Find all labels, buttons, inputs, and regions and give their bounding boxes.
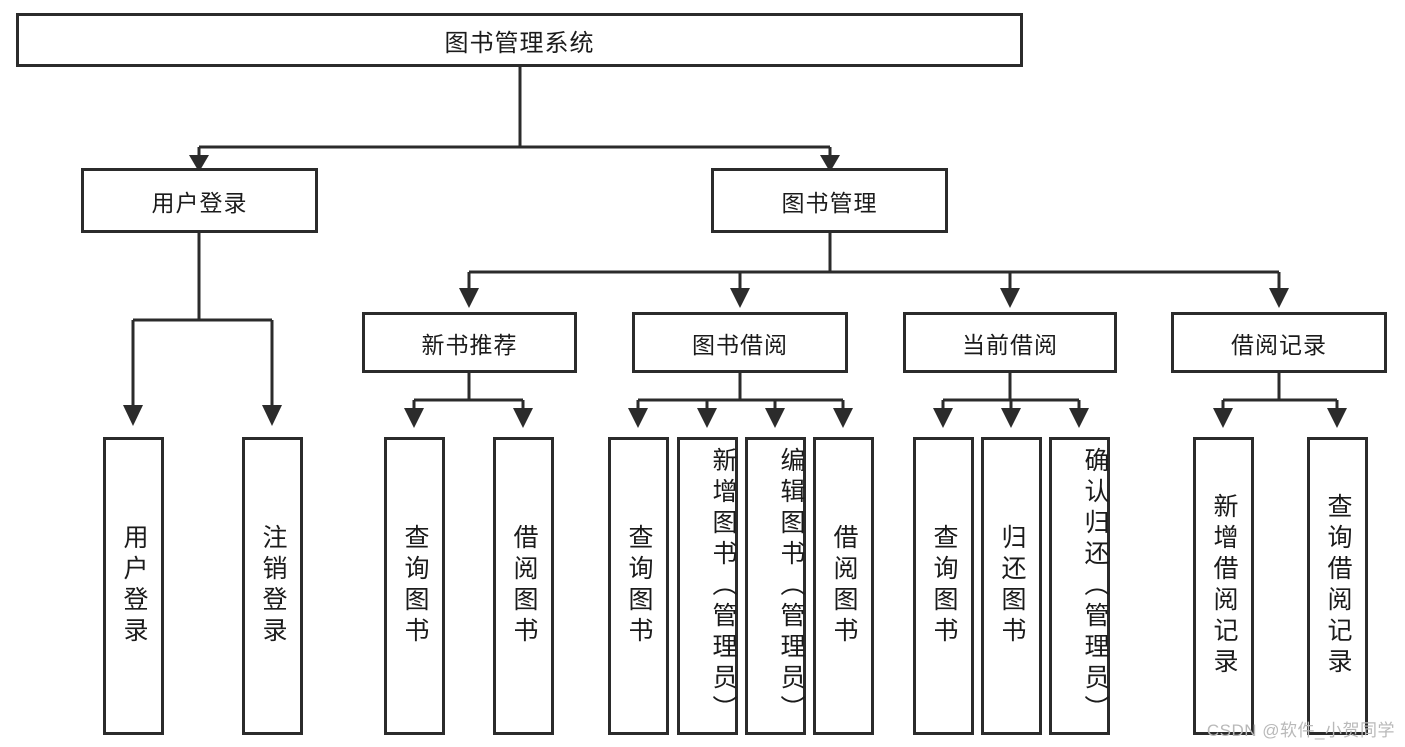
node-leaf-edit-book-admin-label: 编辑图书（管理员） — [777, 446, 805, 726]
node-leaf-edit-book-admin[interactable]: 编辑图书（管理员） — [745, 437, 806, 735]
node-book-borrow-label: 图书借阅 — [692, 331, 788, 358]
node-user-login-label: 用户登录 — [151, 189, 248, 216]
node-root-library-system[interactable]: 图书管理系统 — [16, 13, 1023, 67]
node-book-management-label: 图书管理 — [781, 189, 878, 216]
arrowhead-newbook — [459, 288, 479, 308]
node-leaf-add-borrow-record[interactable]: 新增借阅记录 — [1193, 437, 1254, 735]
csdn-watermark: CSDN @软件_小贺同学 — [1206, 721, 1395, 740]
arrowhead-current-l2 — [1001, 408, 1021, 428]
arrowhead-borrow-l3 — [765, 408, 785, 428]
arrowhead-current — [1000, 288, 1020, 308]
arrowhead-newbook-l2 — [513, 408, 533, 428]
node-leaf-borrow-books-label: 借阅图书 — [830, 524, 858, 648]
node-book-borrow[interactable]: 图书借阅 — [632, 312, 848, 373]
node-leaf-confirm-return-admin-label: 确认归还（管理员） — [1081, 446, 1109, 726]
node-leaf-borrow-books-recommend-label: 借阅图书 — [510, 524, 538, 648]
arrowhead-records-l1 — [1213, 408, 1233, 428]
node-borrow-records[interactable]: 借阅记录 — [1171, 312, 1387, 373]
arrowhead-user-login — [189, 155, 209, 172]
node-leaf-user-login-label: 用户登录 — [120, 524, 148, 648]
arrowhead-leaf-logout — [262, 405, 282, 426]
node-leaf-add-book-admin-label: 新增图书（管理员） — [709, 446, 737, 726]
node-leaf-user-login[interactable]: 用户登录 — [103, 437, 164, 735]
node-leaf-query-books-borrow-label: 查询图书 — [625, 524, 653, 648]
node-leaf-confirm-return-admin[interactable]: 确认归还（管理员） — [1049, 437, 1110, 735]
arrowhead-newbook-l1 — [404, 408, 424, 428]
node-leaf-add-borrow-record-label: 新增借阅记录 — [1210, 493, 1238, 679]
node-leaf-borrow-books[interactable]: 借阅图书 — [813, 437, 874, 735]
node-leaf-logout-label: 注销登录 — [259, 524, 287, 648]
arrowhead-book-mgmt — [820, 155, 840, 172]
arrowhead-records — [1269, 288, 1289, 308]
arrowhead-borrow-l1 — [628, 408, 648, 428]
node-new-book-recommend[interactable]: 新书推荐 — [362, 312, 577, 373]
arrowhead-borrow — [730, 288, 750, 308]
node-borrow-records-label: 借阅记录 — [1231, 331, 1327, 358]
node-leaf-query-books-current[interactable]: 查询图书 — [913, 437, 974, 735]
node-book-management[interactable]: 图书管理 — [711, 168, 948, 233]
node-leaf-query-books-recommend-label: 查询图书 — [401, 524, 429, 648]
node-leaf-query-books-recommend[interactable]: 查询图书 — [384, 437, 445, 735]
arrowhead-borrow-l2 — [697, 408, 717, 428]
node-new-book-recommend-label: 新书推荐 — [421, 331, 518, 358]
node-leaf-return-books[interactable]: 归还图书 — [981, 437, 1042, 735]
node-current-borrow[interactable]: 当前借阅 — [903, 312, 1117, 373]
node-leaf-query-books-borrow[interactable]: 查询图书 — [608, 437, 669, 735]
node-root-label: 图书管理系统 — [444, 29, 595, 57]
arrowhead-borrow-l4 — [833, 408, 853, 428]
node-leaf-borrow-books-recommend[interactable]: 借阅图书 — [493, 437, 554, 735]
node-leaf-logout[interactable]: 注销登录 — [242, 437, 303, 735]
node-leaf-query-books-current-label: 查询图书 — [930, 524, 958, 648]
node-current-borrow-label: 当前借阅 — [962, 331, 1058, 358]
node-leaf-query-borrow-record[interactable]: 查询借阅记录 — [1307, 437, 1368, 735]
node-user-login[interactable]: 用户登录 — [81, 168, 318, 233]
arrowhead-leaf-user-login — [123, 405, 143, 426]
node-leaf-query-borrow-record-label: 查询借阅记录 — [1324, 493, 1352, 679]
node-leaf-return-books-label: 归还图书 — [998, 524, 1026, 648]
arrowhead-current-l1 — [933, 408, 953, 428]
arrowhead-records-l2 — [1327, 408, 1347, 428]
node-leaf-add-book-admin[interactable]: 新增图书（管理员） — [677, 437, 738, 735]
arrowhead-current-l3 — [1069, 408, 1089, 428]
